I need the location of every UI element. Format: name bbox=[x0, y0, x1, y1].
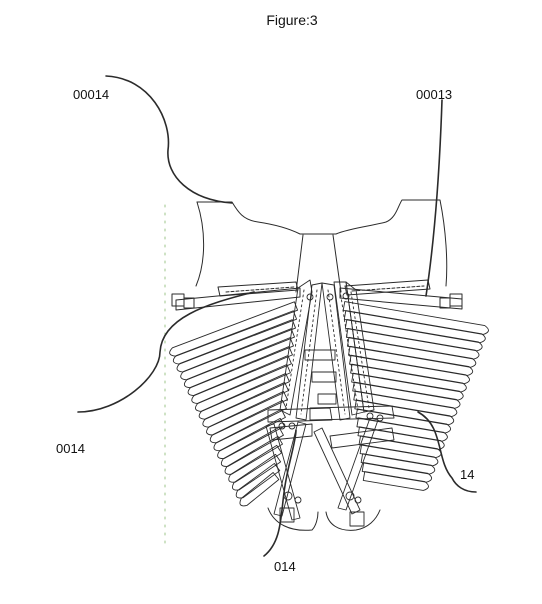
left-rib bbox=[235, 462, 281, 499]
right-rib-cage bbox=[342, 301, 489, 491]
right-rib bbox=[347, 336, 477, 368]
leader-014 bbox=[263, 429, 297, 557]
left-rib bbox=[232, 453, 282, 491]
right-rib bbox=[353, 390, 458, 417]
neck-right bbox=[332, 234, 342, 293]
right-rib bbox=[345, 327, 480, 360]
crossbar-right bbox=[339, 279, 463, 310]
reference-label-0014: 0014 bbox=[56, 441, 85, 456]
left-rib bbox=[169, 301, 299, 357]
left-rib bbox=[172, 310, 298, 365]
right-rib bbox=[359, 444, 439, 467]
right-rib bbox=[352, 381, 461, 409]
right-rib bbox=[343, 310, 486, 344]
figure-title: Figure:3 bbox=[266, 12, 318, 28]
right-rib bbox=[354, 399, 455, 426]
right-rib bbox=[342, 301, 489, 335]
right-rib bbox=[349, 354, 470, 385]
right-rib bbox=[361, 462, 433, 483]
reference-label-014: 014 bbox=[274, 559, 296, 574]
right-rib bbox=[362, 471, 429, 491]
leader-00014 bbox=[105, 75, 233, 204]
right-rib bbox=[348, 345, 474, 376]
spine-structure bbox=[279, 279, 375, 421]
leader-0014 bbox=[77, 291, 255, 413]
left-rib bbox=[183, 337, 294, 389]
reference-label-00014: 00014 bbox=[73, 87, 110, 102]
leader-14 bbox=[417, 411, 477, 493]
right-rib bbox=[355, 408, 451, 434]
left-rib bbox=[176, 319, 296, 373]
reference-label-00013: 00013 bbox=[416, 87, 453, 102]
left-rib bbox=[239, 472, 280, 507]
neck-left bbox=[295, 234, 304, 293]
left-shoulder-outline bbox=[195, 201, 205, 287]
right-rib bbox=[356, 417, 448, 442]
reference-label-14: 14 bbox=[460, 467, 475, 482]
right-rib bbox=[344, 319, 483, 352]
collar-outline bbox=[196, 199, 448, 287]
leader-00013 bbox=[425, 99, 443, 297]
right-rib bbox=[360, 453, 436, 475]
lower-frame bbox=[265, 405, 395, 527]
right-rib bbox=[350, 363, 467, 393]
bottom-outline bbox=[267, 507, 381, 531]
left-rib bbox=[180, 328, 295, 381]
left-rib-cage bbox=[169, 301, 299, 507]
right-rib bbox=[351, 372, 464, 401]
